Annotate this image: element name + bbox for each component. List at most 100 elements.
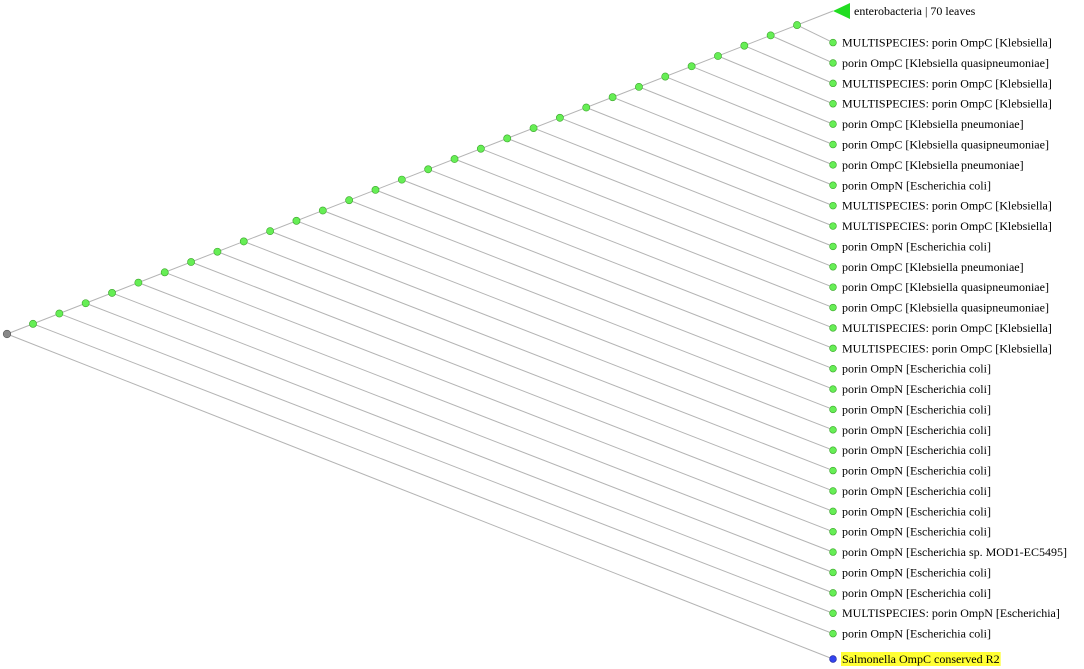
internal-node[interactable] <box>213 247 222 256</box>
internal-node[interactable] <box>503 134 512 143</box>
leaf-node[interactable] <box>829 507 837 516</box>
internal-node[interactable] <box>345 196 354 205</box>
internal-node[interactable] <box>318 206 327 215</box>
branch-leaf <box>796 24 834 44</box>
leaf-label: MULTISPECIES: porin OmpC [Klebsiella] <box>842 36 1052 50</box>
branch-leaf <box>533 127 834 247</box>
leaf-node[interactable] <box>829 487 837 495</box>
internal-node[interactable] <box>108 289 116 297</box>
leaf-label: MULTISPECIES: porin OmpC [Klebsiella] <box>842 199 1052 213</box>
leaf-node[interactable] <box>829 59 837 67</box>
leaf-node[interactable] <box>829 263 837 271</box>
leaf-node[interactable] <box>829 385 837 393</box>
internal-node[interactable] <box>635 82 643 91</box>
internal-node[interactable] <box>29 319 37 328</box>
internal-node[interactable] <box>292 216 301 225</box>
internal-node[interactable] <box>397 175 406 184</box>
leaf-node[interactable] <box>829 528 837 536</box>
leaf-label: MULTISPECIES: porin OmpC [Klebsiella] <box>842 341 1052 355</box>
leaf-node[interactable] <box>829 446 837 454</box>
internal-node[interactable] <box>529 124 538 132</box>
tree-labels: enterobacteria | 70 leavesMULTISPECIES: … <box>841 4 1067 666</box>
leaf-node[interactable] <box>829 222 837 230</box>
internal-node[interactable] <box>424 165 433 174</box>
leaf-node[interactable] <box>829 426 837 434</box>
leaf-node[interactable] <box>829 609 837 617</box>
leaf-node[interactable] <box>829 181 837 189</box>
leaf-label: porin OmpC [Klebsiella pneumoniae] <box>842 158 1024 172</box>
internal-node[interactable] <box>160 268 169 277</box>
leaf-label: porin OmpN [Escherichia coli] <box>842 382 991 396</box>
leaf-node[interactable] <box>829 344 837 352</box>
internal-node[interactable] <box>766 31 775 40</box>
leaf-label: porin OmpN [Escherichia coli] <box>842 627 991 641</box>
internal-node[interactable] <box>134 278 143 287</box>
leaf-label: porin OmpN [Escherichia sp. MOD1-EC5495] <box>842 545 1067 559</box>
leaf-label: porin OmpN [Escherichia coli] <box>842 464 991 478</box>
leaf-node[interactable] <box>829 405 837 414</box>
leaf-node[interactable] <box>829 201 837 210</box>
branch-leaf <box>770 34 834 64</box>
leaf-node[interactable] <box>829 140 837 149</box>
internal-node[interactable] <box>608 93 617 102</box>
branch-query <box>6 333 834 660</box>
leaf-node[interactable] <box>829 568 837 577</box>
leaf-label: porin OmpC [Klebsiella quasipneumoniae] <box>842 301 1049 315</box>
branch-leaf <box>243 240 834 472</box>
leaf-node[interactable] <box>829 100 837 108</box>
leaf-node[interactable] <box>829 161 837 169</box>
internal-node[interactable] <box>187 258 195 266</box>
branch-leaf <box>32 323 834 635</box>
collapsed-clade-label: enterobacteria | 70 leaves <box>854 4 976 18</box>
root-node[interactable] <box>2 329 12 339</box>
tree-nodes <box>2 3 850 663</box>
leaf-node[interactable] <box>829 324 837 332</box>
branch-leaf <box>612 96 834 186</box>
branch-leaf <box>190 261 834 512</box>
leaf-node[interactable] <box>829 548 837 556</box>
internal-node[interactable] <box>81 299 90 308</box>
internal-node[interactable] <box>55 309 64 318</box>
leaf-node[interactable] <box>829 79 837 88</box>
internal-node[interactable] <box>582 103 591 112</box>
leaf-node[interactable] <box>829 466 837 475</box>
branch-leaf <box>401 179 834 349</box>
branch-leaf <box>638 86 834 166</box>
leaf-node[interactable] <box>829 589 837 597</box>
internal-node[interactable] <box>661 72 670 81</box>
leaf-label: porin OmpN [Escherichia coli] <box>842 178 991 192</box>
branch-leaf <box>85 302 834 594</box>
leaf-node[interactable] <box>829 242 837 251</box>
internal-node[interactable] <box>687 62 696 71</box>
branch-leaf <box>480 148 834 288</box>
internal-node[interactable] <box>371 186 380 194</box>
query-leaf-node[interactable] <box>829 655 837 663</box>
branch-leaf <box>59 313 834 614</box>
branch-leaf <box>744 45 834 84</box>
branch-leaf <box>691 65 834 125</box>
internal-node[interactable] <box>476 144 485 153</box>
leaf-label: MULTISPECIES: porin OmpN [Escherichia] <box>842 606 1060 620</box>
leaf-label: porin OmpN [Escherichia coli] <box>842 239 991 253</box>
leaf-node[interactable] <box>829 303 837 312</box>
query-leaf-highlight <box>841 652 1001 666</box>
branch-leaf <box>586 107 834 207</box>
internal-node[interactable] <box>239 237 248 246</box>
collapsed-clade-triangle-icon[interactable] <box>833 3 850 19</box>
leaf-label: MULTISPECIES: porin OmpC [Klebsiella] <box>842 97 1052 111</box>
internal-node[interactable] <box>793 21 801 29</box>
leaf-node[interactable] <box>829 283 837 291</box>
leaf-node[interactable] <box>829 120 837 128</box>
internal-node[interactable] <box>266 227 275 236</box>
internal-node[interactable] <box>450 155 459 163</box>
internal-node[interactable] <box>555 113 564 122</box>
internal-node[interactable] <box>714 52 722 60</box>
leaf-node[interactable] <box>829 38 837 47</box>
branch-leaf <box>454 158 834 309</box>
leaf-label: porin OmpN [Escherichia coli] <box>842 586 991 600</box>
leaf-node[interactable] <box>829 629 837 638</box>
leaf-label: porin OmpC [Klebsiella quasipneumoniae] <box>842 138 1049 152</box>
internal-node[interactable] <box>740 41 749 50</box>
leaf-node[interactable] <box>829 364 837 373</box>
